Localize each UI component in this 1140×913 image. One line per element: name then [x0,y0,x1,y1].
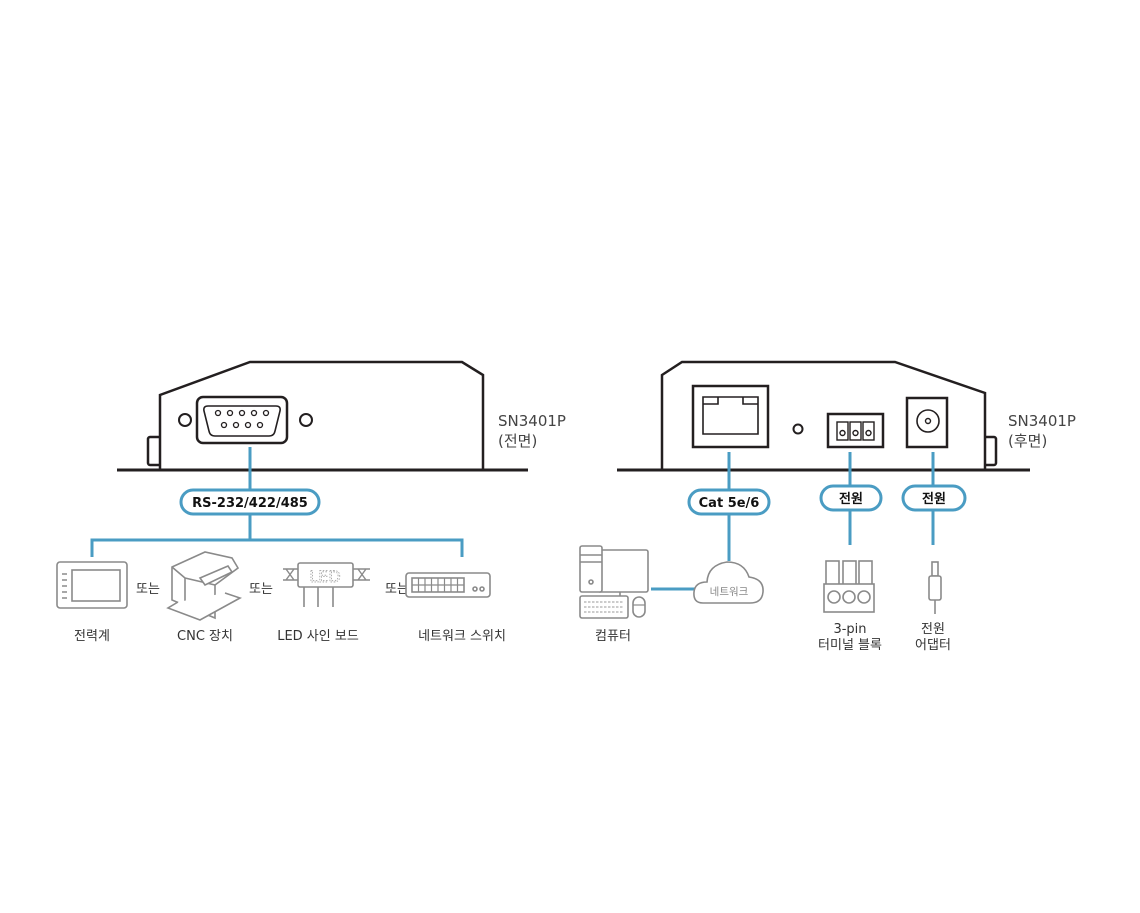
network-cloud-icon [693,561,764,604]
power-pill-adapter [901,484,967,512]
dc-jack-port-icon [905,396,949,449]
led-sign-board-icon: LED [283,562,370,607]
front-connector-lines [90,447,464,557]
front-side-label: (전면) [498,432,537,450]
or-label: 또는 [136,582,160,597]
cnc-machine-icon [166,551,242,621]
rear-device [617,360,1030,472]
status-led-icon [792,423,804,435]
lan-cable-pill [687,488,771,516]
computer-label: 컴퓨터 [595,629,631,644]
device-label-network-switch: 네트워크 스위치 [418,629,506,644]
screw-icon [178,413,192,427]
power-meter-icon [56,561,128,609]
rear-model-label: SN3401P [1008,412,1076,430]
terminal-block-plug-icon [823,560,875,613]
or-label: 또는 [385,582,409,597]
front-model-label: SN3401P [498,412,566,430]
power-label-adapter: 전원 [922,491,946,507]
led-sign-art: LED [309,567,340,586]
front-device [117,360,528,472]
adapter-label-line2: 어댑터 [915,638,951,653]
terminal-block-port-icon [826,412,885,449]
power-label-terminal: 전원 [839,491,863,507]
device-label-power-meter: 전력계 [74,629,110,644]
rj45-port-icon [691,384,770,449]
or-label: 또는 [249,582,273,597]
terminal-label-line1: 3-pin [833,622,866,637]
device-label-led-board: LED 사인 보드 [277,629,359,644]
rear-connector-lines [651,452,935,591]
rs-port-pill [179,488,321,516]
computer-icon [579,545,649,619]
terminal-label-line2: 터미널 블록 [818,638,882,653]
db9-serial-port-icon [195,395,289,445]
lan-cable-label: Cat 5e/6 [699,496,760,511]
rs-port-label: RS-232/422/485 [192,496,308,511]
power-pill-terminal [819,484,883,512]
adapter-label-line1: 전원 [921,622,945,637]
network-label: 네트워크 [710,585,749,598]
rear-side-label: (후면) [1008,432,1047,450]
device-label-cnc: CNC 장치 [177,629,233,644]
network-switch-icon [405,572,491,598]
screw-icon [299,413,313,427]
power-adapter-plug-icon [928,561,942,614]
